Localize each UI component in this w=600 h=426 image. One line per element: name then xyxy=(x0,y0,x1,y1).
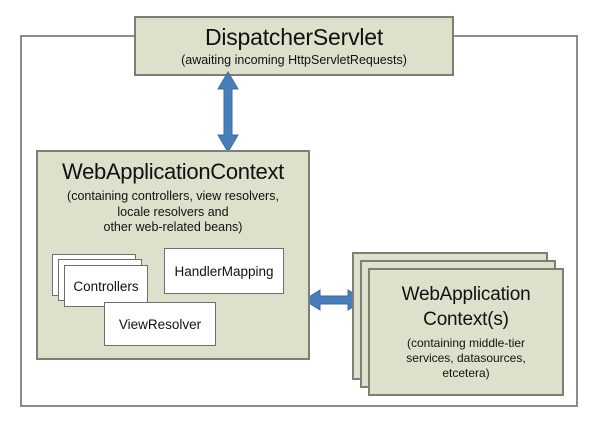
web-application-context-subtitle-line1: (containing controllers, view resolvers, xyxy=(67,189,279,203)
handler-mapping-label: HandlerMapping xyxy=(174,263,274,279)
root-context-title-line1: WebApplication xyxy=(401,284,531,305)
root-context-title-line2: Context(s) xyxy=(423,309,509,330)
handler-mapping-box[interactable]: HandlerMapping xyxy=(164,248,284,294)
root-context-subtitle-line1: (containing middle-tier xyxy=(406,336,526,350)
controllers-stack[interactable]: Controllers xyxy=(52,254,150,308)
web-application-context-subtitle-line3: other web-related beans) xyxy=(103,220,243,234)
view-resolver-label: ViewResolver xyxy=(118,316,202,332)
root-context-title: WebApplication Context(s) xyxy=(370,282,562,332)
root-web-application-contexts-stack[interactable]: WebApplication Context(s) (containing mi… xyxy=(352,252,564,400)
root-context-subtitle-line2: services, datasources, xyxy=(406,351,526,365)
web-application-context-subtitle: (containing controllers, view resolvers,… xyxy=(38,189,308,236)
root-context-subtitle: (containing middle-tier services, dataso… xyxy=(370,336,562,381)
dispatcher-servlet-title: DispatcherServlet xyxy=(204,24,384,50)
controllers-box[interactable]: Controllers xyxy=(64,265,148,307)
dispatcher-to-context-arrow xyxy=(213,70,243,154)
web-application-context-box[interactable]: WebApplicationContext (containing contro… xyxy=(36,150,310,360)
root-web-application-context-box[interactable]: WebApplication Context(s) (containing mi… xyxy=(368,268,564,396)
web-application-context-subtitle-line2: locale resolvers and xyxy=(117,204,229,219)
view-resolver-box[interactable]: ViewResolver xyxy=(104,302,216,346)
web-application-context-title: WebApplicationContext xyxy=(62,159,284,184)
root-context-subtitle-line3: etcetera) xyxy=(442,366,490,380)
dispatcher-servlet-box[interactable]: DispatcherServlet (awaiting incoming Htt… xyxy=(134,16,454,76)
dispatcher-servlet-subtitle: (awaiting incoming HttpServletRequests) xyxy=(181,53,407,67)
double-arrow-vertical-icon xyxy=(217,71,239,153)
controllers-label: Controllers xyxy=(73,278,139,294)
